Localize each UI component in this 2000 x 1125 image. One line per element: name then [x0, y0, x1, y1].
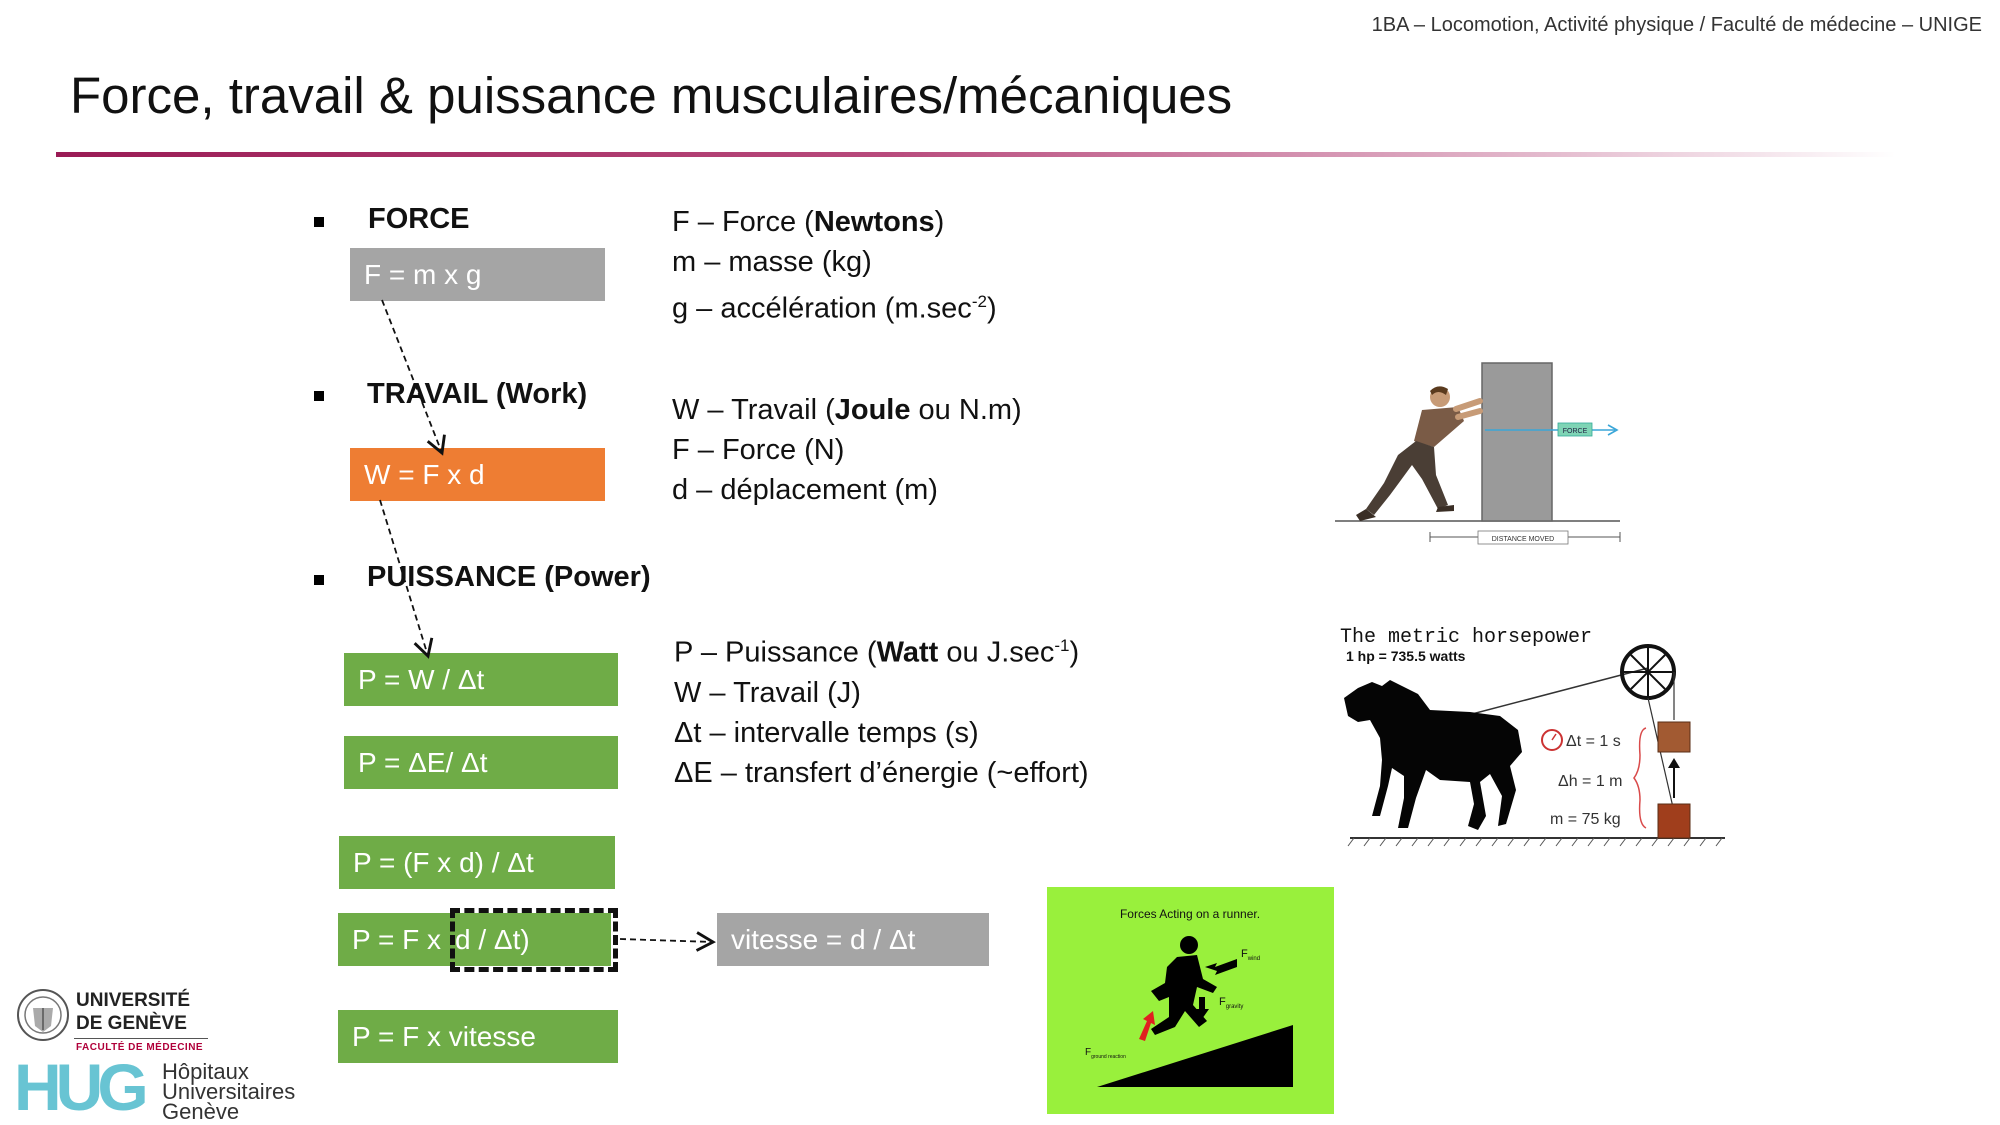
- formula-power-3: P = (F x d) / Δt: [339, 836, 615, 889]
- f-gravity-sub: gravity: [1226, 1004, 1244, 1010]
- hug-mark: HUG: [14, 1050, 149, 1124]
- horse-silhouette: [1344, 680, 1522, 830]
- def-power-line-1: P – Puissance (Watt ou J.sec-1): [674, 636, 1080, 669]
- def-power-line-4: ΔE – transfert d’énergie (~effort): [674, 756, 1089, 789]
- def-force-line-1: F – Force (Newtons): [672, 206, 945, 238]
- bullet-travail: [314, 391, 324, 401]
- def-power-line-2: W – Travail (J): [674, 676, 861, 709]
- def-power-line-3: Δt – intervalle temps (s): [674, 716, 979, 749]
- formula-power-2: P = ΔE/ Δt: [344, 736, 618, 789]
- hug-line-2: Universitaires: [162, 1079, 296, 1104]
- runner-title: Forces Acting on a runner.: [1120, 907, 1260, 921]
- force-label: FORCE: [1563, 428, 1588, 435]
- def-work-line-3: d – déplacement (m): [672, 474, 938, 506]
- formula-work: W = F x d: [350, 448, 605, 501]
- header-note: 1BA – Locomotion, Activité physique / Fa…: [1371, 14, 1982, 36]
- bullet-puissance: [314, 575, 324, 585]
- distance-label: DISTANCE MOVED: [1492, 536, 1555, 543]
- formula-power-4-left: P = F x: [352, 923, 441, 955]
- runner-forces-illustration: Forces Acting on a runner. Fwind Fgravit…: [1047, 887, 1334, 1114]
- f-ground-label: F: [1085, 1047, 1091, 1058]
- formula-power-4-right: d / Δt): [454, 923, 530, 955]
- bullet-force: [314, 217, 324, 227]
- unige-name-line-1: UNIVERSITÉ: [76, 990, 191, 1011]
- section-travail: TRAVAIL (Work): [367, 378, 588, 410]
- arrow-force-to-work: [381, 299, 446, 456]
- def-work-line-2: F – Force (N): [672, 434, 845, 466]
- formula-vitesse: vitesse = d / Δt: [717, 913, 989, 966]
- work-definitions: W – Travail (Joule ou N.m) F – Force (N)…: [672, 390, 1022, 510]
- delta-t-label: Δt = 1 s: [1566, 733, 1621, 750]
- pushing-block-illustration: FORCE DISTANCE MOVED: [1330, 355, 1630, 565]
- page-title: Force, travail & puissance musculaires/m…: [70, 67, 1233, 124]
- formula-power-5: P = F x vitesse: [338, 1010, 618, 1063]
- unige-name-line-2: DE GENÈVE: [76, 1013, 187, 1034]
- svg-text:Fgravity: Fgravity: [1219, 996, 1243, 1010]
- horsepower-title: The metric horsepower: [1340, 626, 1592, 649]
- highlight-velocity-term: [450, 908, 618, 972]
- formula-force: F = m x g: [350, 248, 605, 301]
- force-definitions: F – Force (Newtons) m – masse (kg) g – a…: [672, 202, 997, 329]
- section-puissance: PUISSANCE (Power): [367, 561, 651, 593]
- title-underline: [56, 152, 1896, 157]
- unige-seal-icon: [17, 989, 69, 1041]
- unige-faculty: FACULTÉ DE MÉDECINE: [76, 1042, 204, 1053]
- horsepower-illustration: The metric horsepower 1 hp = 735.5 watts: [1330, 620, 1730, 850]
- horsepower-subtitle: 1 hp = 735.5 watts: [1346, 648, 1466, 664]
- delta-h-label: Δh = 1 m: [1558, 773, 1623, 790]
- def-force-line-3: g – accélération (m.sec-2): [672, 292, 997, 325]
- f-wind-label: F: [1241, 948, 1248, 960]
- def-force-line-2: m – masse (kg): [672, 246, 872, 278]
- arrow-to-vitesse: [619, 931, 716, 952]
- formula-power-1: P = W / Δt: [344, 653, 618, 706]
- section-force: FORCE: [368, 203, 470, 235]
- hug-line-3: Genève: [162, 1099, 240, 1124]
- unige-logo: UNIVERSITÉ DE GENÈVE FACULTÉ DE MÉDECINE: [16, 986, 216, 1056]
- hug-line-1: Hôpitaux: [162, 1059, 249, 1084]
- arrow-work-to-power: [379, 499, 434, 659]
- hug-logo: HUG Hôpitaux Universitaires Genève: [14, 1054, 296, 1125]
- svg-text:Fwind: Fwind: [1241, 948, 1260, 962]
- unige-divider: [74, 1038, 208, 1039]
- svg-text:Fground reaction: Fground reaction: [1085, 1047, 1126, 1060]
- mass-label: m = 75 kg: [1550, 811, 1621, 828]
- power-definitions: P – Puissance (Watt ou J.sec-1) W – Trav…: [674, 626, 1089, 793]
- formula-power-4: P = F x d / Δt): [338, 913, 611, 966]
- f-gravity-label: F: [1219, 996, 1226, 1008]
- def-work-line-1: W – Travail (Joule ou N.m): [672, 394, 1022, 426]
- f-wind-sub: wind: [1247, 956, 1260, 962]
- f-ground-sub: ground reaction: [1091, 1054, 1126, 1060]
